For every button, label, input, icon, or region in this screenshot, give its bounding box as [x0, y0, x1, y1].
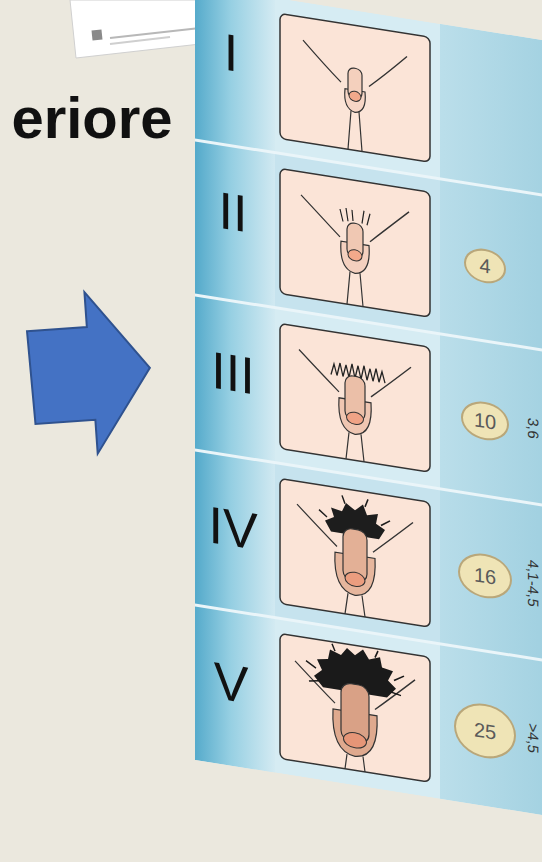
stage-numeral: I [224, 26, 238, 80]
volume-number: 25 [474, 719, 496, 743]
stage-illustration [280, 323, 430, 472]
dimension-label: 3,6 [526, 417, 541, 440]
tanner-table: IIIIIIIVV3,64,1-4,5>4,54101625 [195, 0, 542, 820]
stage-illustration [280, 13, 430, 162]
dimension-label: 4,1-4,5 [526, 559, 541, 608]
stage-numeral: IV [208, 498, 257, 558]
stage-numeral: II [219, 184, 248, 241]
stage-illustration [280, 478, 430, 627]
stage-numeral: V [214, 654, 249, 711]
block-arrow [25, 288, 156, 458]
stage-numeral: III [211, 344, 254, 403]
stage-illustration [280, 168, 430, 317]
volume-number: 16 [474, 564, 496, 588]
heading-fragment: eriore [11, 89, 172, 147]
volume-number: 10 [474, 409, 496, 433]
volume-number: 4 [479, 255, 490, 277]
dimension-label: >4,5 [526, 723, 541, 755]
stage-illustration [280, 633, 430, 782]
row-bands [195, 0, 542, 820]
